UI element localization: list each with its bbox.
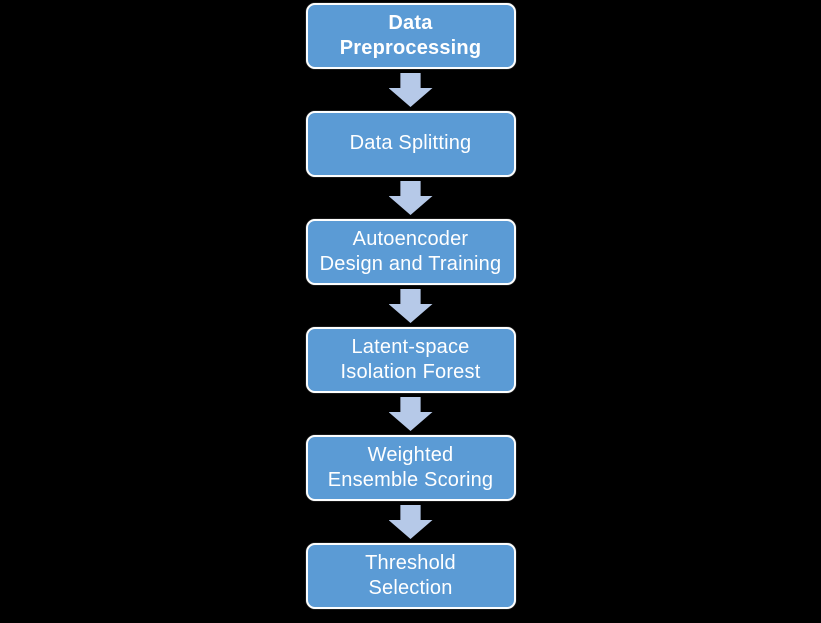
step-label-threshold-selection: Threshold Selection [365, 551, 456, 599]
step-label-data-splitting: Data Splitting [349, 132, 472, 155]
down-arrow-icon [388, 289, 433, 323]
step-label-weighted-ensemble-scoring: Weighted Ensemble Scoring [327, 443, 494, 491]
step-label-autoencoder-design-training: Autoencoder Design and Training [319, 227, 502, 275]
down-arrow-icon [388, 73, 433, 107]
flow-step-latent-space-isolation-forest[interactable]: Latent-space Isolation Forest [305, 327, 516, 393]
down-arrow-icon [388, 181, 433, 215]
flow-step-data-splitting[interactable]: Data Splitting [305, 111, 516, 177]
step-label-data-preprocessing: Data Preprocessing [339, 11, 482, 59]
flow-step-threshold-selection[interactable]: Threshold Selection [305, 543, 516, 609]
down-arrow-icon [388, 397, 433, 431]
flowchart-column: Data Preprocessing Data Splitting Autoen… [0, 3, 821, 609]
flow-step-data-preprocessing[interactable]: Data Preprocessing [305, 3, 516, 69]
step-label-latent-space-isolation-forest: Latent-space Isolation Forest [340, 335, 481, 383]
flow-step-autoencoder-design-training[interactable]: Autoencoder Design and Training [305, 219, 516, 285]
down-arrow-icon [388, 505, 433, 539]
flow-step-weighted-ensemble-scoring[interactable]: Weighted Ensemble Scoring [305, 435, 516, 501]
